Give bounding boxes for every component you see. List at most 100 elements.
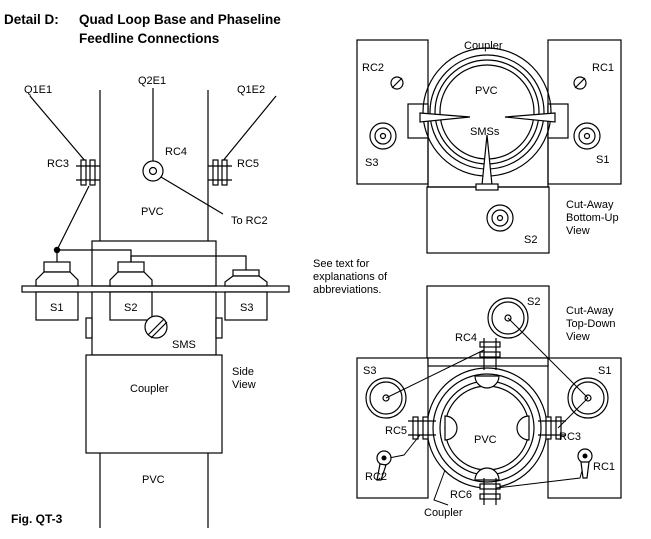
td-wire-rc3-s1 bbox=[557, 397, 589, 429]
td-view-label-1: Cut-Away bbox=[566, 305, 614, 317]
sms-slot-1 bbox=[147, 318, 165, 336]
td-s1-label: S1 bbox=[598, 365, 611, 377]
bu-view-label-2: Bottom-Up bbox=[566, 212, 619, 224]
td-rc2-label: RC2 bbox=[365, 471, 387, 483]
bu-coupler-label: Coupler bbox=[464, 40, 503, 52]
s3-label: S3 bbox=[240, 302, 253, 314]
td-center-strip bbox=[427, 357, 549, 367]
note-line-2: explanations of bbox=[313, 271, 388, 283]
bu-rc2-slot bbox=[391, 77, 403, 89]
phaseline-to-s3 bbox=[130, 255, 247, 270]
s2-feed-lead bbox=[57, 249, 132, 262]
bu-smss-label: SMSs bbox=[470, 126, 500, 138]
bu-s1-pin bbox=[583, 132, 591, 140]
top-down-view: PVC RC4 RC6 RC5 RC3 S2 S3 bbox=[356, 285, 622, 519]
td-coupler-inner bbox=[432, 373, 542, 483]
td-rc4-label: RC4 bbox=[455, 332, 477, 344]
title-line-2: Feedline Connections bbox=[79, 31, 219, 46]
td-sms-top bbox=[474, 375, 500, 389]
td-rc4-bar-2 bbox=[479, 351, 501, 358]
note-line-1: See text for bbox=[313, 258, 370, 270]
q1e1-label: Q1E1 bbox=[24, 84, 52, 96]
coupler-left-tab bbox=[85, 317, 93, 339]
rc4-to-rc2-lead bbox=[160, 176, 224, 215]
td-rc2-hole bbox=[381, 455, 387, 461]
bu-rc2-label: RC2 bbox=[362, 62, 384, 74]
td-rc6-label: RC6 bbox=[450, 489, 472, 501]
bu-sms-right bbox=[504, 112, 556, 123]
bu-sms-bottom bbox=[481, 134, 493, 186]
pvc-top-label: PVC bbox=[141, 206, 164, 218]
s1-socket bbox=[35, 291, 79, 321]
td-rc5-bar-2 bbox=[422, 416, 429, 440]
side-view: Q1E1 Q2E1 Q1E2 RC3 RC5 RC4 To RC2 PVC bbox=[21, 75, 290, 528]
s3-socket bbox=[224, 291, 268, 321]
td-view-label-3: View bbox=[566, 331, 590, 343]
figure-label: Fig. QT-3 bbox=[11, 512, 63, 526]
bu-s1-label: S1 bbox=[596, 154, 609, 166]
td-rc3-label: RC3 bbox=[559, 431, 581, 443]
td-rc5-label: RC5 bbox=[385, 425, 407, 437]
coupler-right-tab bbox=[215, 317, 223, 339]
q2e1-label: Q2E1 bbox=[138, 75, 166, 87]
td-rc1-hole bbox=[582, 453, 588, 459]
rc5-clamp-left bbox=[212, 159, 219, 186]
bu-s2-pin bbox=[496, 214, 504, 222]
rc4-screw bbox=[148, 166, 158, 176]
td-coupler-pointer bbox=[433, 469, 449, 506]
s1-connector-body bbox=[35, 271, 79, 287]
pvc-bottom-label: PVC bbox=[142, 474, 165, 486]
td-rc2-tail bbox=[376, 463, 387, 481]
s1-label: S1 bbox=[50, 302, 63, 314]
td-sms-bottom bbox=[474, 467, 500, 481]
td-sms-right bbox=[516, 415, 530, 441]
bu-rc1-label: RC1 bbox=[592, 62, 614, 74]
q1e2-wire bbox=[221, 95, 277, 163]
td-rc5-bar-1 bbox=[412, 416, 419, 440]
q1e1-wire bbox=[29, 95, 87, 163]
bu-sms-bottom-head bbox=[475, 183, 499, 191]
s3-connector-top bbox=[232, 269, 260, 277]
rc3-clamp-left bbox=[80, 159, 87, 186]
td-rc6-bar-2 bbox=[479, 493, 501, 500]
side-view-label-2: View bbox=[232, 379, 256, 391]
td-s3-label: S3 bbox=[363, 365, 376, 377]
rc3-label: RC3 bbox=[47, 158, 69, 170]
rc5-label: RC5 bbox=[237, 158, 259, 170]
td-wire-s2-s1 bbox=[507, 317, 589, 399]
rc4-label: RC4 bbox=[165, 146, 187, 158]
bu-view-label-3: View bbox=[566, 225, 590, 237]
side-view-label-1: Side bbox=[232, 366, 254, 378]
sms-label: SMS bbox=[172, 339, 196, 351]
s2-label: S2 bbox=[124, 302, 137, 314]
s1-connector-top bbox=[43, 261, 71, 273]
s2-connector-top bbox=[117, 261, 145, 273]
bu-sms-left bbox=[419, 112, 471, 123]
s3-connector-body bbox=[224, 275, 268, 287]
td-sms-left bbox=[444, 415, 458, 441]
bu-s3-pin bbox=[379, 132, 387, 140]
td-s2-label: S2 bbox=[527, 296, 540, 308]
bu-s2-label: S2 bbox=[524, 234, 537, 246]
td-coupler-label: Coupler bbox=[424, 507, 463, 519]
td-wire-rc5-rc2 bbox=[388, 434, 421, 459]
detail-label: Detail D: bbox=[4, 12, 59, 27]
td-rc4-bar-1 bbox=[479, 341, 501, 348]
td-pvc-label: PVC bbox=[474, 434, 497, 446]
note-line-3: abbreviations. bbox=[313, 284, 382, 296]
to-rc2-label: To RC2 bbox=[231, 215, 268, 227]
bu-pvc-label: PVC bbox=[475, 85, 498, 97]
s2-socket bbox=[109, 291, 153, 321]
bu-view-label-1: Cut-Away bbox=[566, 199, 614, 211]
td-view-label-2: Top-Down bbox=[566, 318, 616, 330]
rc5-clamp-right bbox=[221, 159, 228, 186]
rc3-clamp-right bbox=[89, 159, 96, 186]
rc3-lead bbox=[56, 185, 90, 251]
coupler-upper bbox=[91, 240, 217, 287]
bu-rc1-slot bbox=[574, 77, 586, 89]
td-wire-s3-rc4 bbox=[385, 349, 485, 399]
td-rc6-bar-1 bbox=[479, 483, 501, 490]
coupler-label: Coupler bbox=[130, 383, 169, 395]
td-rc1-tail bbox=[580, 461, 590, 479]
